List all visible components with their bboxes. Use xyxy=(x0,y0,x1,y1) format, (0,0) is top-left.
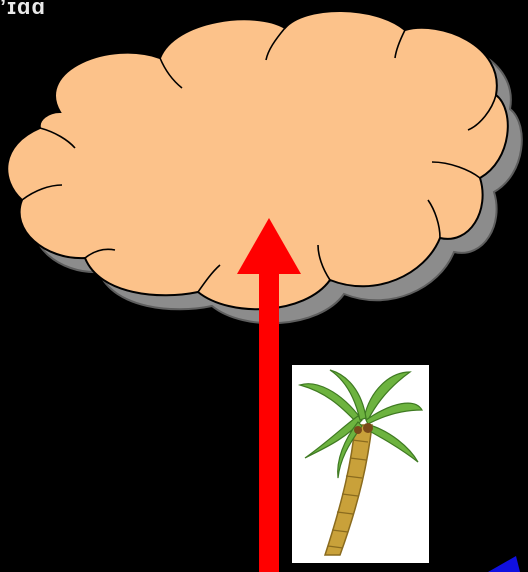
red-arrow-up xyxy=(237,218,301,572)
palm-tree-image xyxy=(292,365,429,563)
blue-corner-accent xyxy=(488,556,520,572)
